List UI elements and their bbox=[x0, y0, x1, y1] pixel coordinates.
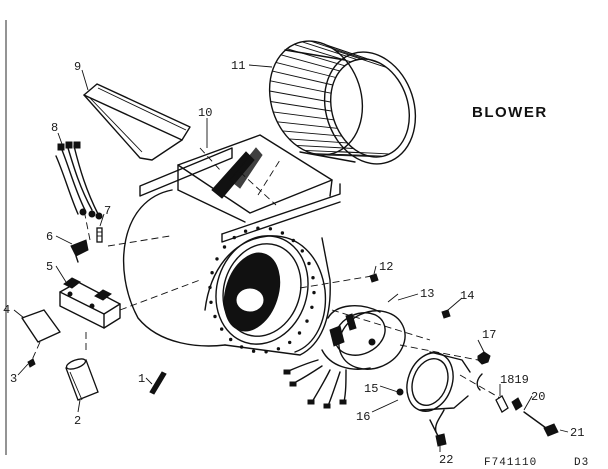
label-part-15: 15 bbox=[364, 382, 378, 396]
mounting-bolt bbox=[523, 411, 559, 437]
wheel-vane bbox=[294, 43, 352, 63]
blower-motor bbox=[283, 293, 406, 409]
wheel-vane bbox=[288, 138, 348, 144]
label-part-22: 22 bbox=[439, 453, 453, 467]
label-part-9: 9 bbox=[74, 60, 81, 74]
housing-rivet bbox=[280, 231, 285, 235]
screw-14 bbox=[441, 309, 451, 319]
housing-rivet bbox=[220, 327, 224, 331]
leader-lines bbox=[13, 64, 569, 452]
motor-mount bbox=[396, 351, 471, 433]
screw-3 bbox=[27, 358, 36, 368]
label-part-8: 8 bbox=[51, 121, 58, 135]
wheel-vane bbox=[282, 130, 342, 137]
housing-rivet bbox=[229, 337, 233, 342]
nut-17 bbox=[476, 351, 491, 391]
wheel-vane bbox=[296, 144, 354, 149]
housing-rivet bbox=[222, 245, 227, 249]
label-part-14: 14 bbox=[460, 289, 474, 303]
housing-rivet bbox=[268, 227, 273, 231]
housing-rivet bbox=[311, 276, 315, 280]
housing-rivet bbox=[209, 300, 213, 304]
housing-rivet bbox=[276, 347, 281, 351]
label-part-20: 20 bbox=[531, 390, 545, 404]
housing-rivet bbox=[256, 226, 260, 230]
label-part-2: 2 bbox=[74, 414, 81, 428]
housing-rivet bbox=[251, 349, 256, 353]
wheel-vane bbox=[304, 149, 361, 154]
housing-rivet bbox=[312, 290, 316, 295]
housing-rivet bbox=[305, 319, 309, 323]
wheel-vane bbox=[301, 41, 359, 61]
housing-rivet bbox=[307, 261, 311, 266]
label-part-11: 11 bbox=[231, 59, 245, 73]
housing-rivet bbox=[264, 350, 268, 354]
housing-rivet bbox=[215, 257, 219, 261]
cover-panel bbox=[83, 83, 191, 161]
housing-rivet bbox=[288, 340, 292, 345]
capacitor bbox=[65, 358, 99, 401]
bushing-spring bbox=[495, 395, 523, 413]
wheel-vane bbox=[327, 45, 380, 64]
blower-housing bbox=[122, 134, 341, 356]
label-part-7: 7 bbox=[104, 204, 111, 218]
label-part-12: 12 bbox=[379, 260, 393, 274]
housing-rivet bbox=[232, 235, 237, 240]
housing-rivet bbox=[210, 271, 214, 275]
wheel-vane bbox=[312, 153, 368, 156]
wheel-vane bbox=[272, 70, 333, 86]
sheet-number: D3 bbox=[574, 457, 589, 469]
label-part-17: 17 bbox=[482, 328, 496, 342]
label-part-4: 4 bbox=[3, 303, 10, 317]
part-labels: 9 10 11 8 7 6 5 4 3 2 1 12 13 14 17 15 1… bbox=[3, 59, 584, 467]
housing-rivet bbox=[208, 285, 212, 290]
screw-7 bbox=[96, 227, 103, 243]
wheel-vane bbox=[275, 61, 336, 78]
wheel-vane bbox=[310, 40, 366, 60]
diagram-title: BLOWER bbox=[472, 104, 548, 121]
label-part-16: 16 bbox=[356, 410, 370, 424]
clip-6 bbox=[70, 239, 89, 263]
housing-rivet bbox=[213, 314, 217, 319]
wheel-vane bbox=[335, 50, 387, 68]
screw-12 bbox=[369, 273, 379, 283]
label-part-3: 3 bbox=[10, 372, 17, 386]
label-part-1: 1 bbox=[138, 372, 145, 386]
wheel-vane bbox=[270, 101, 332, 112]
insulator-plate bbox=[21, 309, 61, 343]
wheel-vane bbox=[269, 90, 331, 103]
housing-rivet bbox=[310, 305, 314, 309]
housing-rivet bbox=[243, 229, 248, 233]
housing-rivet bbox=[297, 331, 302, 335]
capacitor-bracket bbox=[59, 277, 121, 329]
housing-rivet bbox=[291, 238, 295, 243]
wheel-vane bbox=[321, 154, 375, 158]
label-part-6: 6 bbox=[46, 230, 53, 244]
wheel-vane bbox=[280, 54, 341, 72]
label-part-13: 13 bbox=[420, 287, 434, 301]
label-part-21: 21 bbox=[570, 426, 584, 440]
label-part-10: 10 bbox=[198, 106, 212, 120]
airflow-arrow bbox=[149, 371, 167, 395]
wheel-vane bbox=[286, 48, 346, 67]
mounting-strap bbox=[429, 419, 447, 447]
wheel-vane bbox=[270, 80, 332, 94]
housing-rivet bbox=[239, 345, 244, 349]
wheel-vane bbox=[277, 121, 338, 129]
wire-harness bbox=[55, 141, 103, 220]
housing-rivet bbox=[300, 249, 304, 253]
label-part-1819: 1819 bbox=[500, 373, 529, 387]
label-part-5: 5 bbox=[46, 260, 53, 274]
blower-wheel bbox=[268, 40, 417, 165]
wheel-vane bbox=[273, 111, 334, 121]
drawing-code: F741110 bbox=[484, 457, 537, 469]
